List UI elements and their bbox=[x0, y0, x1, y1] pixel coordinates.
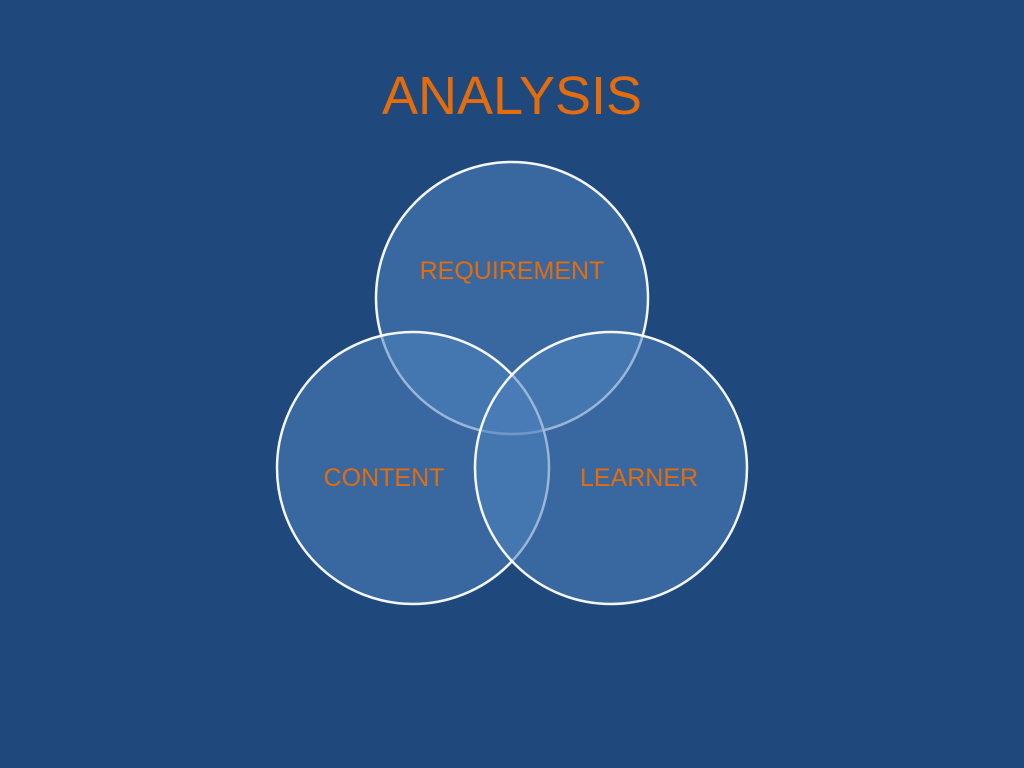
slide-title: ANALYSIS bbox=[381, 66, 643, 126]
venn-label-requirement: REQUIREMENT bbox=[420, 257, 605, 285]
venn-label-learner: LEARNER bbox=[580, 464, 698, 492]
venn-label-content: CONTENT bbox=[324, 464, 445, 492]
venn-circle-learner bbox=[473, 330, 749, 606]
